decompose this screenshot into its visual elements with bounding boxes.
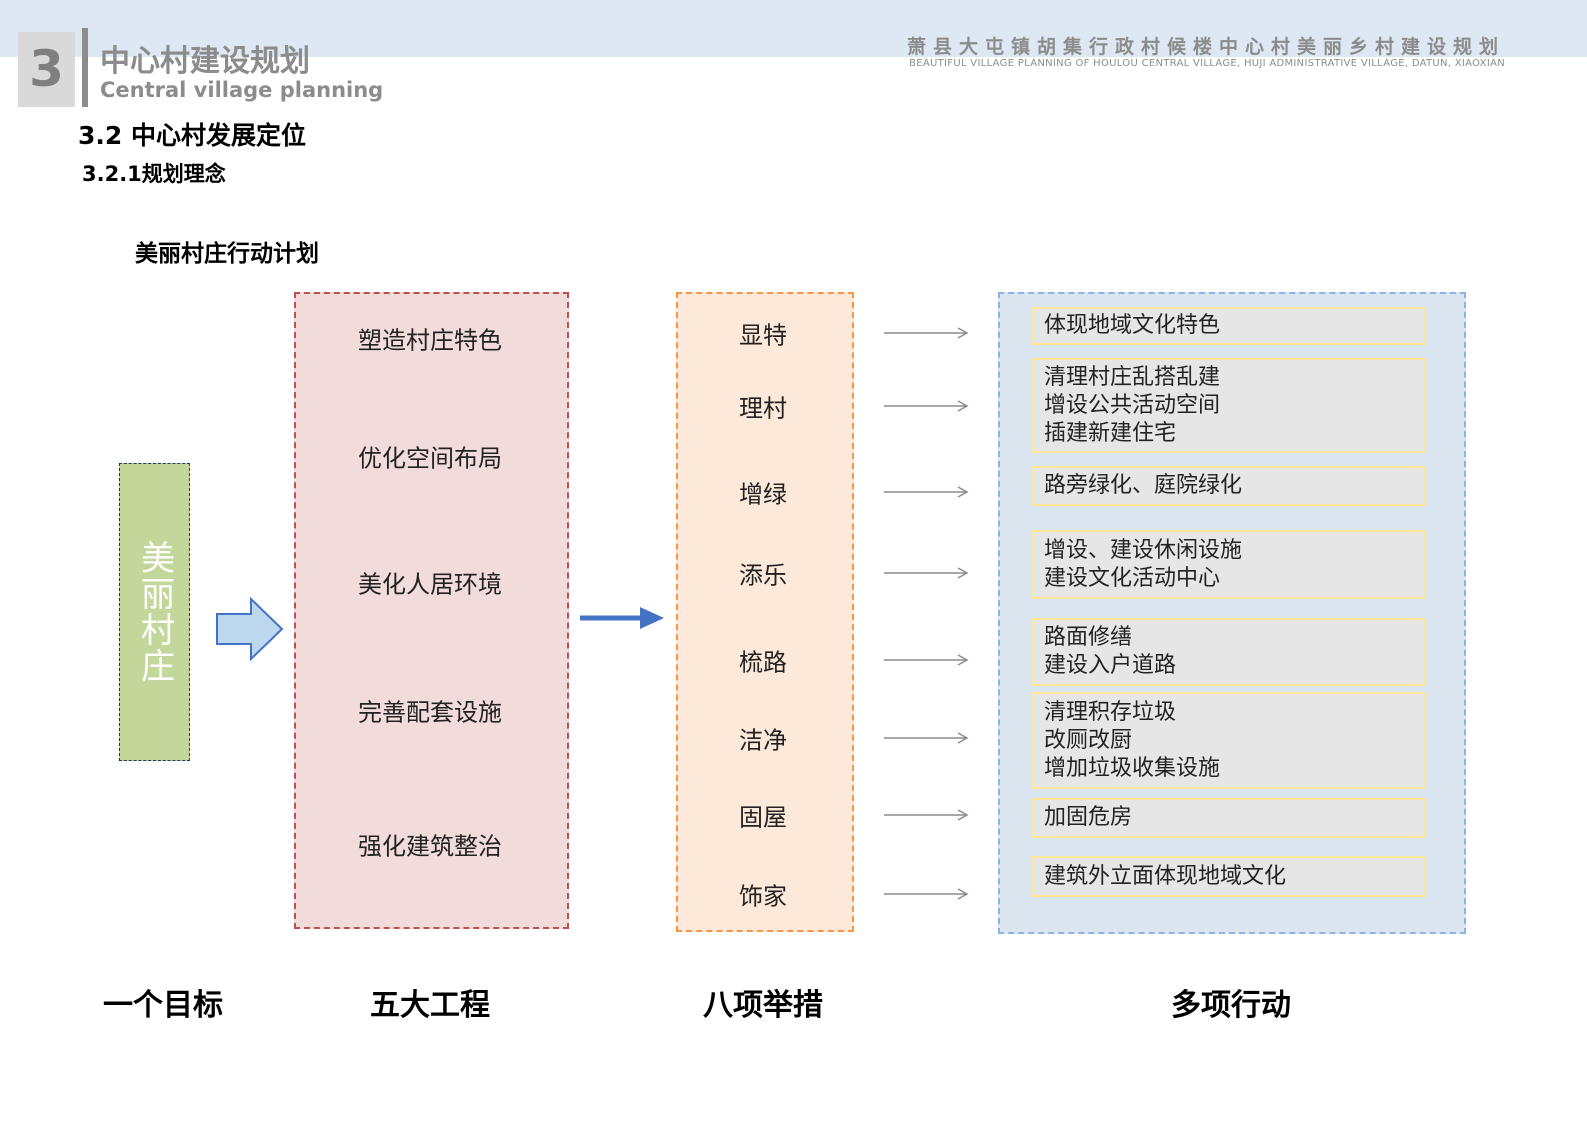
subsection-heading: 3.2.1规划理念: [82, 162, 226, 186]
action-line: 清理村庄乱搭乱建: [1044, 364, 1221, 390]
measure-item: 洁净: [739, 726, 787, 755]
column-label: 五大工程: [370, 988, 490, 1023]
action-item: 清理积存垃圾改厕改厨增加垃圾收集设施: [1032, 692, 1426, 789]
action-line: 建筑外立面体现地域文化: [1044, 863, 1287, 889]
action-item: 路旁绿化、庭院绿化: [1032, 466, 1426, 506]
project-item: 美化人居环境: [358, 570, 502, 599]
arrow-right-icon: [884, 809, 969, 821]
column-label: 多项行动: [1171, 988, 1291, 1023]
section-divider: [82, 28, 88, 107]
goal-box: 美丽村庄: [119, 463, 190, 761]
arrow-right-icon: [884, 654, 969, 666]
project-item: 塑造村庄特色: [358, 326, 502, 355]
project-item: 强化建筑整治: [358, 832, 502, 861]
action-item: 体现地域文化特色: [1032, 307, 1426, 345]
arrow-right-icon: [884, 327, 969, 339]
measure-item: 固屋: [739, 803, 787, 832]
hollow-arrow-icon: [216, 596, 284, 662]
arrow-right-icon: [884, 400, 969, 412]
project-title-en: BEAUTIFUL VILLAGE PLANNING OF HOULOU CEN…: [909, 58, 1505, 69]
action-line: 建设入户道路: [1044, 653, 1177, 678]
measure-item: 添乐: [739, 561, 787, 590]
action-line: 增加垃圾收集设施: [1044, 755, 1221, 781]
action-line: 体现地域文化特色: [1044, 313, 1221, 338]
action-line: 路面修缮: [1044, 625, 1133, 650]
action-item: 清理村庄乱搭乱建增设公共活动空间插建新建住宅: [1032, 358, 1426, 453]
page-subtitle: Central village planning: [100, 78, 384, 102]
project-item: 完善配套设施: [358, 698, 502, 727]
action-item: 建筑外立面体现地域文化: [1032, 856, 1426, 897]
measure-item: 梳路: [739, 648, 787, 677]
diagram-title: 美丽村庄行动计划: [135, 241, 319, 267]
action-line: 加固危房: [1044, 805, 1133, 830]
action-line: 增设公共活动空间: [1044, 392, 1221, 418]
section-heading: 3.2 中心村发展定位: [78, 121, 306, 150]
projects-box: [294, 292, 569, 929]
arrow-right-icon: [884, 486, 969, 498]
measure-item: 理村: [739, 394, 787, 423]
arrow-right-icon: [884, 567, 969, 579]
project-item: 优化空间布局: [358, 444, 502, 473]
header-band: [0, 0, 1587, 57]
action-line: 清理积存垃圾: [1044, 699, 1177, 725]
column-label: 一个目标: [103, 988, 223, 1023]
section-number: 3: [18, 32, 75, 107]
action-item: 加固危房: [1032, 798, 1426, 838]
project-title-cn: 萧县大屯镇胡集行政村候楼中心村美丽乡村建设规划: [906, 36, 1505, 58]
arrow-right-icon: [884, 888, 969, 900]
measure-item: 增绿: [739, 480, 787, 509]
action-line: 插建新建住宅: [1044, 420, 1177, 446]
action-item: 路面修缮建设入户道路: [1032, 618, 1426, 686]
page-title: 中心村建设规划: [100, 44, 310, 79]
action-line: 路旁绿化、庭院绿化: [1044, 473, 1243, 498]
action-line: 建设文化活动中心: [1044, 565, 1221, 591]
measure-item: 显特: [739, 321, 787, 350]
action-line: 改厕改厨: [1044, 727, 1133, 753]
arrow-right-icon: [884, 732, 969, 744]
column-label: 八项举措: [703, 988, 823, 1023]
measures-box: [676, 292, 854, 932]
measure-item: 饰家: [739, 882, 787, 911]
blue-arrow-icon: [580, 607, 664, 629]
action-line: 增设、建设休闲设施: [1044, 537, 1243, 563]
action-item: 增设、建设休闲设施建设文化活动中心: [1032, 530, 1426, 599]
